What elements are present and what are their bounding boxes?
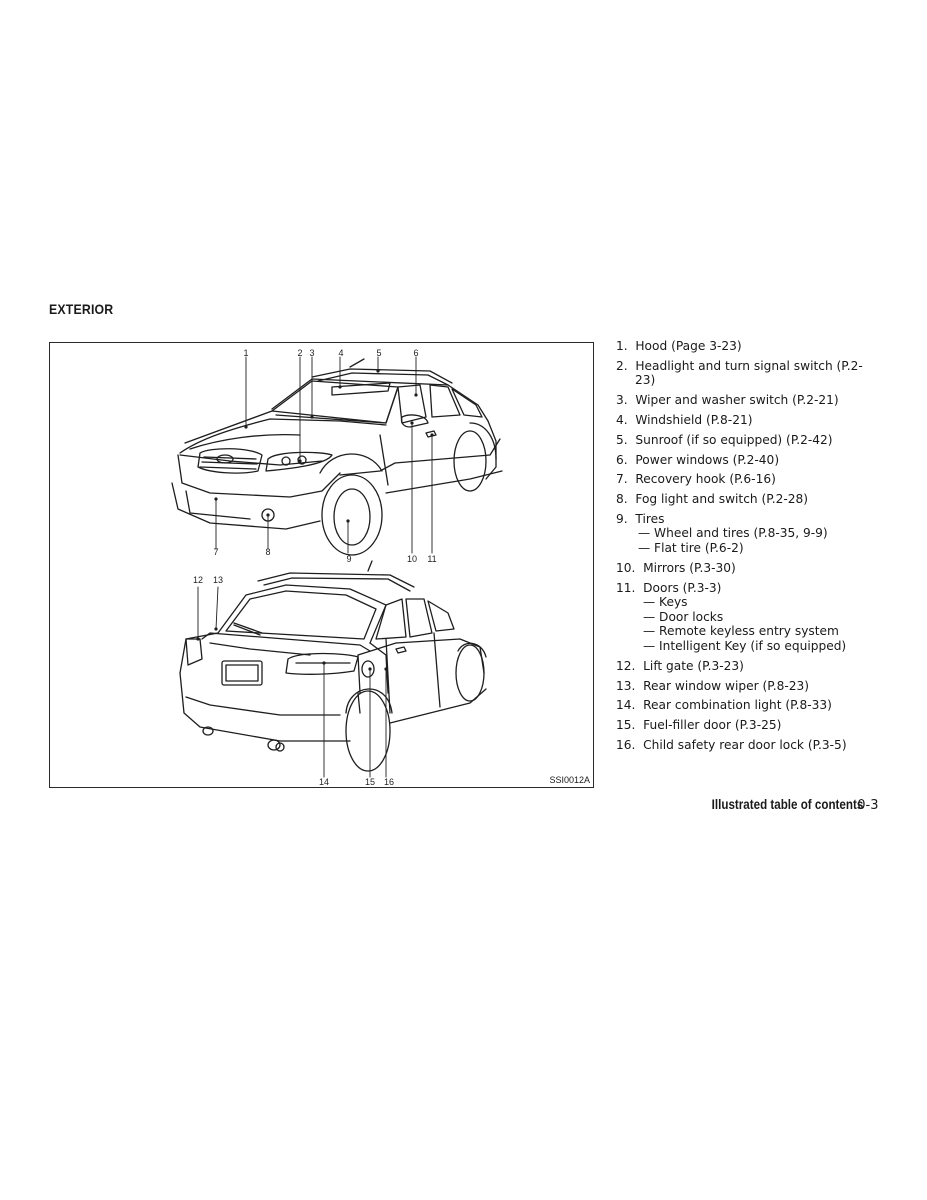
list-item: 6. Power windows (P.2-40) — [616, 453, 878, 468]
list-item: 14. Rear combination light (P.8-33) — [616, 698, 878, 713]
callout-1: 1 — [243, 348, 248, 358]
item-text: Rear window wiper (P.8-23) — [643, 678, 809, 693]
item-number: 15. — [616, 718, 636, 733]
callout-11: 11 — [427, 554, 436, 564]
list-item: 13. Rear window wiper (P.8-23) — [616, 679, 878, 694]
callout-16: 16 — [384, 777, 394, 787]
sub-item: — Door locks — [643, 609, 724, 624]
item-text: Headlight and turn signal switch (P.2-23… — [635, 358, 863, 388]
list-item: 16. Child safety rear door lock (P.3-5) — [616, 738, 878, 753]
callout-13: 13 — [213, 575, 223, 585]
item-number: 7. — [616, 472, 628, 487]
callout-5: 5 — [376, 348, 381, 358]
item-number: 9. — [616, 511, 628, 526]
callout-2: 2 — [297, 348, 302, 358]
callout-10: 10 — [407, 554, 417, 564]
list-item: 8. Fog light and switch (P.2-28) — [616, 492, 878, 507]
item-number: 8. — [616, 492, 628, 507]
item-number: 11. — [616, 580, 636, 595]
list-item: 1. Hood (Page 3-23) — [616, 339, 878, 354]
item-text: Doors (P.3-3) — [643, 580, 722, 595]
callout-15: 15 — [365, 777, 375, 787]
item-number: 3. — [616, 393, 628, 408]
item-number: 1. — [616, 339, 628, 353]
callout-3: 3 — [309, 348, 314, 358]
sub-item: — Remote keyless entry system — [643, 624, 839, 639]
list-item: 11. Doors (P.3-3)— Keys— Door locks— Rem… — [616, 581, 878, 654]
callout-12: 12 — [193, 575, 203, 585]
item-number: 4. — [616, 412, 628, 427]
leader-dots — [196, 369, 434, 671]
sub-list: — Keys— Door locks— Remote keyless entry… — [640, 595, 878, 653]
item-text: Power windows (P.2-40) — [635, 452, 780, 467]
footer-title: Illustrated table of contents — [711, 797, 864, 812]
vehicle-drawing: 1 2 3 4 5 6 7 8 9 10 11 12 13 14 15 16 — [171, 348, 503, 787]
callout-6: 6 — [413, 348, 418, 358]
item-number: 16. — [616, 737, 636, 752]
item-text: Mirrors (P.3-30) — [643, 560, 736, 575]
sub-list: — Wheel and tires (P.8-35, 9-9)— Flat ti… — [635, 526, 878, 555]
item-text: Sunroof (if so equipped) (P.2-42) — [635, 432, 833, 447]
list-item: 2. Headlight and turn signal switch (P.2… — [616, 359, 878, 388]
figure-code: SSI0012A — [549, 775, 590, 785]
item-text: Windshield (P.8-21) — [635, 412, 753, 427]
sub-item: — Intelligent Key (if so equipped) — [643, 638, 847, 653]
item-text: Tires — [635, 511, 665, 526]
item-text: Lift gate (P.3-23) — [643, 658, 744, 673]
callout-8: 8 — [265, 547, 270, 557]
list-item: 4. Windshield (P.8-21) — [616, 413, 878, 428]
item-number: 12. — [616, 658, 636, 673]
item-number: 14. — [616, 698, 636, 713]
sub-item: — Wheel and tires (P.8-35, 9-9) — [638, 526, 828, 541]
page-number: 0-3 — [857, 798, 879, 813]
exterior-parts-list: 1. Hood (Page 3-23) 2. Headlight and turn… — [616, 339, 878, 758]
item-text: Fuel-filler door (P.3-25) — [643, 718, 782, 733]
sub-item: — Keys — [643, 595, 688, 610]
callout-7: 7 — [213, 547, 218, 557]
item-text: Child safety rear door lock (P.3-5) — [643, 737, 847, 752]
exterior-illustration: 1 2 3 4 5 6 7 8 9 10 11 12 13 14 15 16 S… — [49, 342, 594, 788]
item-number: 13. — [616, 678, 636, 693]
list-item: 12. Lift gate (P.3-23) — [616, 659, 878, 674]
list-item: 5. Sunroof (if so equipped) (P.2-42) — [616, 433, 878, 448]
leader-lines — [197, 356, 433, 778]
callout-4: 4 — [338, 348, 343, 358]
page-footer: Illustrated table of contents0-3 — [687, 797, 879, 813]
item-number: 5. — [616, 432, 628, 447]
list-item: 9. Tires— Wheel and tires (P.8-35, 9-9)—… — [616, 512, 878, 556]
item-text: Wiper and washer switch (P.2-21) — [635, 393, 839, 408]
list-item: 7. Recovery hook (P.6-16) — [616, 472, 878, 487]
item-text: Hood (Page 3-23) — [635, 339, 742, 353]
item-text: Rear combination light (P.8-33) — [643, 698, 832, 713]
item-number: 10. — [616, 560, 636, 575]
sub-item: — Flat tire (P.6-2) — [638, 541, 744, 556]
item-number: 6. — [616, 452, 628, 467]
item-text: Recovery hook (P.6-16) — [635, 472, 776, 487]
front-view-car — [171, 358, 503, 556]
list-item: 10. Mirrors (P.3-30) — [616, 561, 878, 576]
list-item: 3. Wiper and washer switch (P.2-21) — [616, 393, 878, 408]
item-text: Fog light and switch (P.2-28) — [635, 492, 808, 507]
rear-view-car — [179, 560, 487, 772]
callout-14: 14 — [319, 777, 329, 787]
callout-9: 9 — [346, 554, 351, 564]
section-title: EXTERIOR — [49, 301, 114, 317]
list-item: 15. Fuel-filler door (P.3-25) — [616, 718, 878, 733]
item-number: 2. — [616, 358, 628, 373]
